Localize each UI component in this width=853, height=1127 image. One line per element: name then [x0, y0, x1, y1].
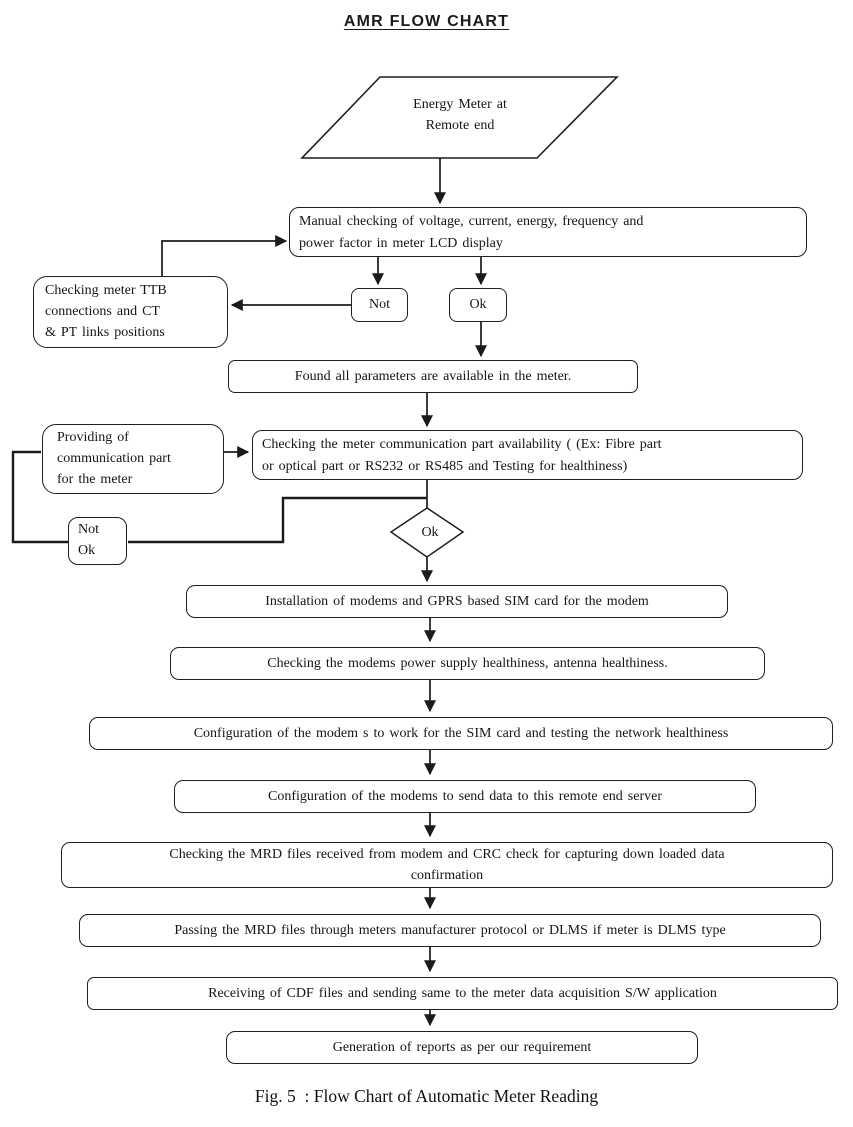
- config-send-node: Configuration of the modems to send data…: [174, 780, 756, 813]
- install-modems-node: Installation of modems and GPRS based SI…: [186, 585, 728, 618]
- generate-reports-node: Generation of reports as per our require…: [226, 1031, 698, 1064]
- comm-check-node: Checking the meter communication part av…: [252, 430, 803, 480]
- manual-check-node: Manual checking of voltage, current, ene…: [289, 207, 807, 257]
- ok-node: Ok: [449, 288, 507, 322]
- providing-comm-node: Providing of communication part for the …: [42, 424, 224, 494]
- ok-decision-label: Ok: [421, 525, 439, 540]
- found-params-node: Found all parameters are available in th…: [228, 360, 638, 393]
- edge-not-ok-to-providing-comm: [11, 450, 68, 544]
- not-node: Not: [351, 288, 408, 322]
- edge-comm-check-to-not-ok: [128, 496, 427, 544]
- figure-caption: Fig. 5 : Flow Chart of Automatic Meter R…: [254, 1086, 599, 1106]
- config-sim-node: Configuration of the modem s to work for…: [89, 717, 833, 750]
- page-title: AMR FLOW CHART: [343, 13, 510, 30]
- modem-power-node: Checking the modems power supply healthi…: [170, 647, 765, 680]
- start-node-label: Energy Meter at Remote end: [413, 97, 507, 133]
- receiving-cdf-node: Receiving of CDF files and sending same …: [87, 977, 838, 1010]
- passing-mrd-node: Passing the MRD files through meters man…: [79, 914, 821, 947]
- ttb-check-node: Checking meter TTB connections and CT & …: [33, 276, 228, 348]
- edge-ttb-check-to-manual-check: [161, 235, 288, 276]
- mrd-check-node: Checking the MRD files received from mod…: [61, 842, 833, 888]
- start-parallelogram-shape: [300, 76, 619, 159]
- not-ok-node: Not Ok: [68, 517, 127, 565]
